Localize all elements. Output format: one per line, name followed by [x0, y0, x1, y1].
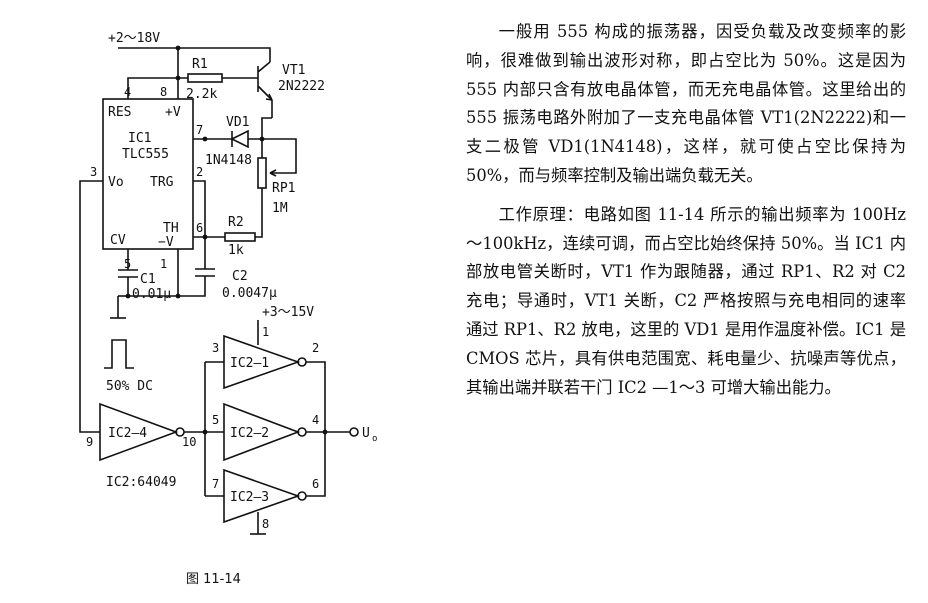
ic1-pin-8: 8 — [160, 85, 167, 99]
ic1-pin-minus-v-label: −V — [158, 235, 174, 250]
r2-resistor — [224, 232, 256, 242]
ic2-model: IC2:64049 — [106, 475, 176, 490]
gate-supply-label: +3～15V — [262, 305, 314, 320]
gate-ic2-3 — [223, 468, 301, 524]
vd1-diode — [230, 129, 249, 149]
gate-pin-3: 3 — [212, 341, 219, 355]
vt1-transistor — [257, 61, 273, 101]
ic1-body — [102, 98, 194, 250]
c2-value: 0.0047μ — [222, 286, 277, 301]
output-subscript: o — [372, 434, 377, 444]
ic1-pin-trg-label: TRG — [150, 175, 174, 190]
vd1-name: VD1 — [226, 115, 249, 130]
figure-caption: 图 11-14 — [186, 572, 241, 587]
article-paragraph-1: 一般用 555 构成的振荡器，因受负载及改变频率的影响，很难做到输出波形对称，即… — [466, 22, 906, 185]
ic1-pin-7: 7 — [196, 123, 203, 137]
ic1-pin-th-label: TH — [163, 221, 179, 236]
gate-ic2-1-label: IC2—1 — [230, 356, 269, 371]
gate-ic2-1 — [223, 334, 301, 390]
c1-value: 0.01μ — [132, 287, 171, 302]
vt1-model: 2N2222 — [278, 79, 325, 94]
gate-ic2-2 — [223, 402, 301, 462]
vd1-model: 1N4148 — [205, 153, 252, 168]
rp1-value: 1M — [272, 201, 288, 216]
ic1-pin-6: 6 — [196, 221, 203, 235]
gate-ic2-4 — [99, 402, 179, 462]
supply-voltage-label: +2～18V — [108, 31, 160, 46]
c2-capacitor — [195, 268, 215, 277]
ic1-name: IC1 — [128, 131, 151, 146]
duty-cycle-label: 50% DC — [106, 379, 153, 394]
gate-pin-4: 4 — [312, 413, 319, 427]
gate-pin-7: 7 — [212, 477, 219, 491]
ic1-pin-1: 1 — [160, 257, 167, 271]
gate-pin-1: 1 — [262, 325, 269, 339]
gate-ic2-2-label: IC2—2 — [230, 426, 269, 441]
ic1-pin-vo-label: Vo — [108, 175, 124, 190]
square-wave-icon — [104, 339, 134, 369]
rp1-name: RP1 — [272, 181, 295, 196]
rp1-potentiometer — [257, 157, 267, 189]
gate-pin-6: 6 — [312, 477, 319, 491]
gate-ic2-3-label: IC2—3 — [230, 490, 269, 505]
output-label: U — [362, 426, 370, 441]
gate-pin-2: 2 — [312, 341, 319, 355]
ic1-pin-3: 3 — [90, 165, 97, 179]
ic1-pin-cv-label: CV — [110, 233, 126, 248]
ic1-pin-res-label: RES — [108, 105, 131, 120]
article-paragraph-2: 工作原理：电路如图 11-14 所示的输出频率为 100Hz～100kHz，连续… — [466, 204, 906, 397]
gate-pin-8: 8 — [262, 517, 269, 531]
c1-capacitor — [118, 269, 138, 278]
gate-pin-9: 9 — [86, 435, 93, 449]
gate-ic2-4-label: IC2—4 — [108, 426, 147, 441]
vt1-name: VT1 — [282, 63, 305, 78]
c1-name: C1 — [140, 272, 156, 287]
article-text: 一般用 555 构成的振荡器，因受负载及改变频率的影响，很难做到输出波形对称，即… — [466, 18, 906, 402]
ic1-pin-2: 2 — [196, 165, 203, 179]
r2-name: R2 — [228, 215, 244, 230]
circuit-schematic: RES +V IC1 TLC555 Vo TRG TH CV −V 4 8 7 … — [79, 31, 377, 587]
ic1-pin-vplus-label: +V — [165, 105, 181, 120]
c2-name: C2 — [232, 269, 248, 284]
output-terminal — [349, 427, 359, 437]
ic1-model: TLC555 — [122, 147, 169, 162]
gate-pin-10: 10 — [182, 435, 196, 449]
r1-name: R1 — [192, 57, 208, 72]
r2-value: 1k — [228, 243, 244, 258]
gate-pin-5: 5 — [212, 413, 219, 427]
r1-value: 2.2k — [186, 87, 217, 102]
r1-resistor — [187, 73, 223, 83]
